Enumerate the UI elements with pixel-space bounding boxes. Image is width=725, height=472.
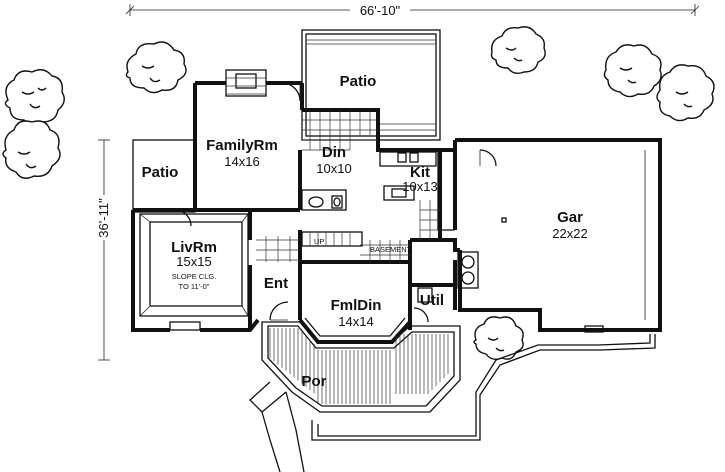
room-size-dining: 10x10 <box>316 161 351 176</box>
porch-decking <box>269 328 449 404</box>
stairs-up-label: UP <box>314 237 324 246</box>
porch-deck <box>261 321 461 413</box>
room-name-entry: Ent <box>264 275 288 292</box>
room-name-patio-left: Patio <box>142 164 179 181</box>
overall-width-label: 66'-10" <box>360 3 401 18</box>
room-name-dining: Din <box>322 144 346 161</box>
room-name-porch: Por <box>301 373 326 390</box>
room-name-utility: Util <box>420 292 444 309</box>
room-name-garage: Gar <box>557 209 583 226</box>
interior-walls <box>195 150 460 330</box>
room-name-kitchen: Kit <box>410 164 430 181</box>
tree-front-right <box>473 316 524 361</box>
tree-top-middle <box>490 26 546 75</box>
living-room-ceiling <box>139 213 249 331</box>
room-size-family: 14x16 <box>224 154 259 169</box>
living-ceiling-note-1: SLOPE CLG. <box>172 272 217 281</box>
room-name-family: FamilyRm <box>206 137 278 154</box>
dimension-line-depth <box>98 139 110 361</box>
tree-left-top <box>4 69 65 126</box>
room-size-garage: 22x22 <box>552 226 587 241</box>
front-walk <box>249 381 305 472</box>
powder-room <box>301 189 347 211</box>
room-name-formal-dining: FmlDin <box>331 297 382 314</box>
room-name-patio-top: Patio <box>340 73 377 90</box>
stairs <box>256 231 363 262</box>
exterior-walls <box>131 81 662 332</box>
kitchen-counters <box>379 149 455 231</box>
tree-top-left <box>125 41 187 94</box>
room-name-living: LivRm <box>171 239 217 256</box>
overall-depth-label: 36'-11" <box>96 198 111 238</box>
kitchen-floor-tile <box>360 200 440 262</box>
utility-fixtures <box>417 251 479 303</box>
stairs-basement-label: BASEMENT <box>370 245 412 254</box>
room-size-formal-dining: 14x14 <box>338 314 373 329</box>
fireplace-icon <box>225 69 267 97</box>
garage-detail <box>479 149 646 333</box>
door-swings <box>174 82 429 323</box>
living-ceiling-note-2: TO 11'-0" <box>179 282 210 291</box>
tree-left-bottom <box>2 120 61 179</box>
room-size-kitchen: 10x13 <box>402 179 437 194</box>
room-size-living: 15x15 <box>176 254 211 269</box>
landscape-beds <box>311 334 656 441</box>
dining-floor-tile <box>302 110 378 151</box>
tree-right-bottom <box>656 64 715 122</box>
tree-right-top <box>603 44 662 98</box>
dimension-line-width <box>125 4 700 16</box>
